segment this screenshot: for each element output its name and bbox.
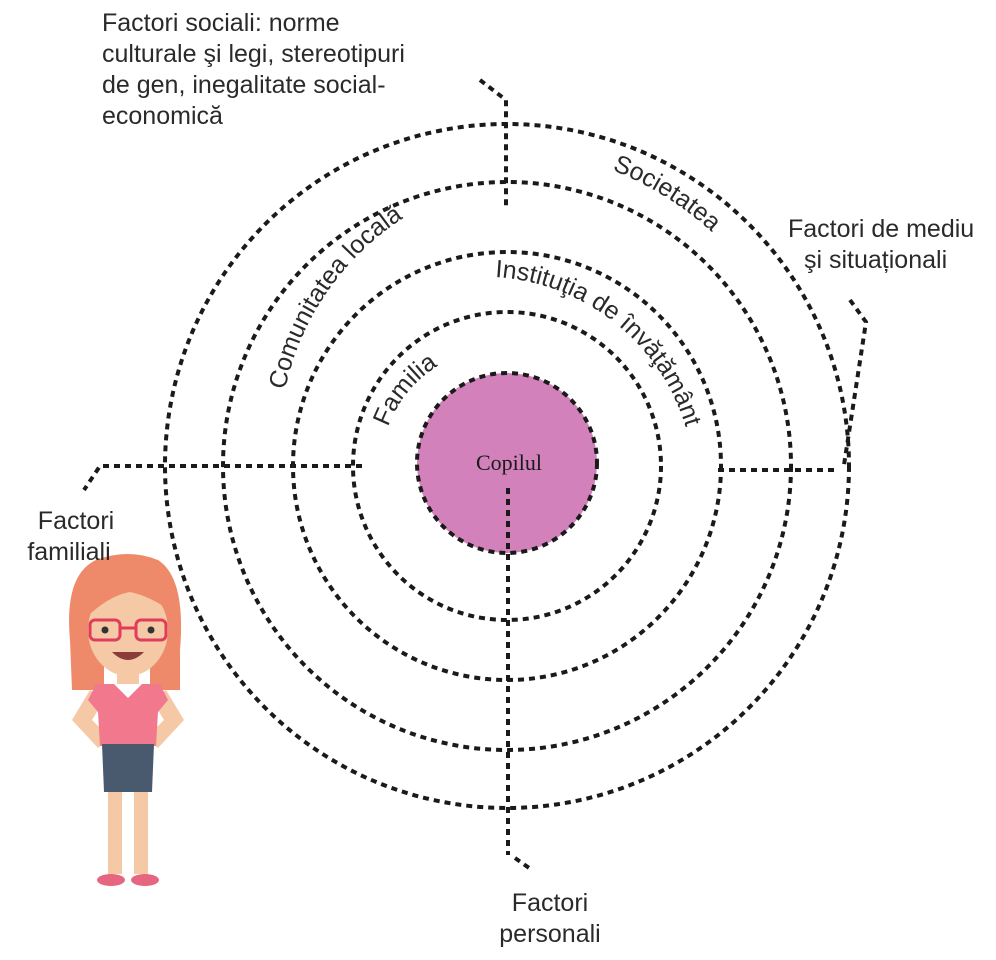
factor-personal-line: personali: [499, 920, 601, 948]
factor-social-line: Factori sociali: norme: [102, 9, 340, 37]
ring-comunitatea: [221, 180, 793, 752]
ring-label-societatea: Societatea: [610, 150, 727, 237]
factor-social-label: Factori sociali: norme culturale şi legi…: [102, 8, 462, 132]
factor-personal-line: Factori: [511, 889, 589, 917]
center-label: Copilul: [476, 450, 542, 475]
ring-familia: [351, 310, 663, 622]
factor-family-line: Factori: [37, 507, 115, 535]
girl-with-glasses-icon: [69, 554, 184, 886]
factor-family-label: Factori familiali: [4, 506, 134, 568]
factor-environment-line: şi situaționali: [804, 246, 948, 274]
factor-family-line: familiali: [27, 538, 111, 566]
factor-social-line: economică: [102, 102, 223, 130]
spoke-right: [718, 298, 869, 472]
center-circle: [415, 371, 599, 555]
ring-label-comunitatea: Comunitatea locală: [263, 200, 406, 392]
factor-personal-label: Factori personali: [470, 888, 630, 950]
spoke-bottom: [506, 488, 534, 872]
factor-social-line: de gen, inegalitate social-: [102, 71, 386, 99]
factor-environment-line: Factori de mediu: [788, 215, 975, 243]
spoke-top: [478, 78, 508, 210]
factor-social-line: culturale şi legi, stereotipuri: [102, 40, 405, 68]
factor-environment-label: Factori de mediu şi situaționali: [788, 214, 996, 276]
